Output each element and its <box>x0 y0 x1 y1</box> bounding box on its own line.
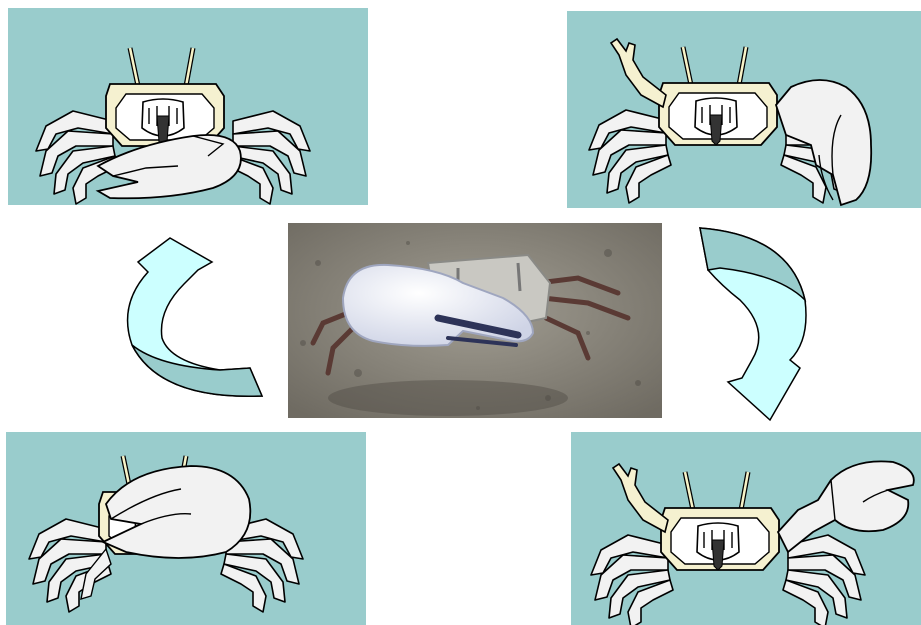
crab-pose-panel-bottom-left <box>6 432 366 625</box>
crab-pose-panel-bottom-right <box>571 432 921 625</box>
